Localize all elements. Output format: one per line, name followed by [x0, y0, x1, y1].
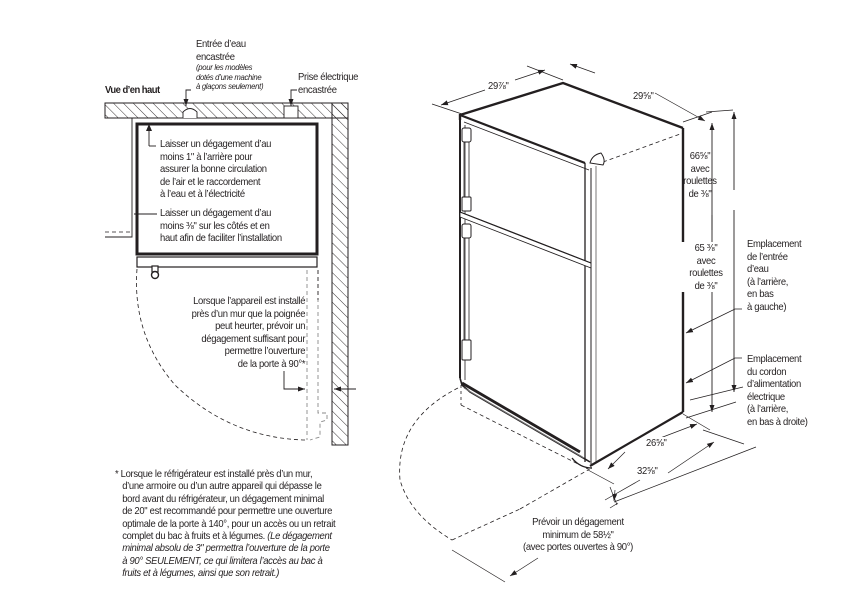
- footnote-line: complet du bac à fruits et à légumes.: [122, 530, 265, 543]
- callout-line: à gauche): [747, 300, 787, 313]
- door-handle-top-view: [150, 265, 160, 280]
- depth-top-dimension-line: [569, 63, 713, 123]
- footnote-line: bord avant du réfrigérateur, un dégageme…: [122, 492, 324, 505]
- door-clearance-label: Prévoir un dégagement minimum de 58½" (a…: [506, 516, 650, 554]
- top-view-title: Vue d’en haut: [105, 84, 160, 96]
- label-line: Prévoir un dégagement: [532, 516, 624, 528]
- callout-line: en bas à droite): [747, 415, 808, 428]
- label-line: 66⅝": [689, 150, 711, 162]
- label-line: roulettes: [683, 175, 717, 188]
- door-swing-arc: [136, 268, 306, 441]
- side-clearance-note: Laisser un dégagement d’au moins ⅜" sur …: [160, 207, 282, 245]
- callout-line: (à l’arrière,: [747, 275, 789, 288]
- electrical-outlet-label: Prise électrique encastrée: [298, 71, 358, 96]
- height-total-label: 66⅝" avec roulettes de ⅜": [669, 150, 732, 200]
- water-inlet-label: Entrée d’eau encastrée: [196, 38, 246, 63]
- footnote: * Lorsque le réfrigérateur est installé …: [115, 468, 336, 580]
- footnote-line: * Lorsque le réfrigérateur est installé …: [115, 468, 313, 480]
- door-clearance-floor-outline: [399, 385, 591, 541]
- callout-line: Emplacement: [747, 238, 802, 250]
- callout-line: Emplacement: [747, 353, 802, 365]
- power-cord-location-callout: Emplacement du cordon d’alimentation éle…: [747, 353, 808, 429]
- note-line: Lorsque l’appareil est installé: [192, 295, 305, 307]
- note-line: moins ⅜" sur les côtés et en: [160, 219, 270, 232]
- outlet-label-line2: encastrée: [298, 83, 337, 96]
- outlet-label-line1: Prise électrique: [298, 71, 359, 83]
- note-line: permettre l’ouverture: [224, 345, 305, 358]
- water-inlet-note: (pour les modèles dotés d’une machine à …: [196, 62, 264, 92]
- refrigerator-top-view: [135, 122, 319, 256]
- label-line: de ⅜": [688, 187, 712, 200]
- footnote-italic-line: fruits et à légumes, ainsi que son retra…: [122, 567, 280, 580]
- footnote-italic-line: minimal absolu de 3" permettra l’ouvertu…: [122, 542, 330, 555]
- note-line: dégagement suffisant pour: [201, 332, 305, 345]
- label-line: avec: [696, 254, 716, 267]
- callout-line: de l’entrée: [747, 250, 788, 263]
- open-door-outline: [306, 270, 328, 441]
- wall-clearance-dimension: [283, 371, 356, 392]
- callout-line: électrique: [747, 390, 785, 403]
- water-inlet-note-line: dotés d’une machine: [196, 71, 262, 82]
- note-line: assurer la bonne circulation: [160, 163, 267, 176]
- outlet-leader: [288, 89, 297, 106]
- depth-cabinet-label: 26⅝": [646, 437, 667, 450]
- water-inlet-recess: [182, 108, 198, 118]
- water-inlet-callout-leader: [685, 308, 742, 334]
- refrigerator-isometric: [458, 81, 685, 469]
- water-inlet-note-line: à glaçons seulement): [196, 81, 264, 92]
- footnote-italic-line: à 90° SEULEMENT, ce qui limitera l’accès…: [122, 554, 323, 567]
- rear-clearance-note: Laisser un dégagement d’au moins 1" à l’…: [160, 138, 271, 201]
- water-inlet-note-line: (pour les modèles: [196, 62, 253, 72]
- callout-line: d’eau: [747, 263, 769, 276]
- water-inlet-label-line1: Entrée d’eau: [196, 38, 246, 50]
- footnote-line: optimale de la porte à 140°, pour un acc…: [122, 517, 336, 530]
- label-line: avec: [690, 162, 710, 175]
- callout-line: en bas: [747, 288, 774, 301]
- water-inlet-leader: [183, 89, 191, 106]
- power-cord-callout-leader: [685, 357, 742, 384]
- footnote-line: d’une armoire ou d’un autre appareil qui…: [122, 480, 322, 493]
- note-line: près d’un mur que la poignée: [191, 307, 305, 320]
- note-line: de l’air et le raccordement: [160, 175, 261, 188]
- label-line: minimum de 58½": [542, 528, 614, 541]
- note-line: de la porte à 90°*: [237, 357, 306, 370]
- label-line: 65 ⅜": [694, 242, 718, 254]
- callout-line: (à l’arrière,: [747, 403, 789, 416]
- note-line: moins 1" à l’arrière pour: [160, 150, 253, 163]
- label-line: roulettes: [689, 267, 723, 280]
- cabinet-niche-outline: [105, 118, 133, 238]
- callout-line: du cordon: [747, 365, 787, 378]
- electrical-outlet-recess: [283, 105, 299, 119]
- wall-clearance-note: Lorsque l’appareil est installé près d’u…: [191, 295, 305, 371]
- note-line: peut heurter, prévoir un: [214, 320, 305, 333]
- door-clearance-dimension-line: [451, 479, 641, 583]
- refrigerator-door-top-view: [136, 256, 318, 268]
- label-line: de ⅜": [694, 279, 718, 292]
- label-line: (avec portes ouvertes à 90°): [523, 541, 633, 554]
- water-inlet-label-line2: encastrée: [196, 50, 235, 63]
- width-dimension-label: 29⅞": [488, 80, 509, 92]
- height-cabinet-label: 65 ⅜" avec roulettes de ⅜": [679, 242, 733, 293]
- note-line: haut afin de faciliter l’installation: [160, 232, 282, 245]
- callout-line: d’alimentation: [747, 378, 801, 391]
- rear-clearance-leader: [146, 124, 156, 147]
- footnote-line: de 20" est recommandé pour permettre une…: [122, 505, 333, 518]
- depth-top-dimension-label: 29⅝": [633, 90, 654, 102]
- width-dimension-line: [431, 65, 564, 115]
- note-line: Laisser un dégagement d’au: [160, 207, 272, 219]
- note-line: à l’eau et à l’électricité: [160, 188, 245, 201]
- note-line: Laisser un dégagement d’au: [160, 138, 272, 150]
- footnote-italic-start: (Le dégagement: [267, 530, 332, 543]
- depth-with-doors-label: 32⅝": [637, 465, 658, 478]
- water-inlet-location-callout: Emplacement de l’entrée d’eau (à l’arriè…: [747, 238, 802, 314]
